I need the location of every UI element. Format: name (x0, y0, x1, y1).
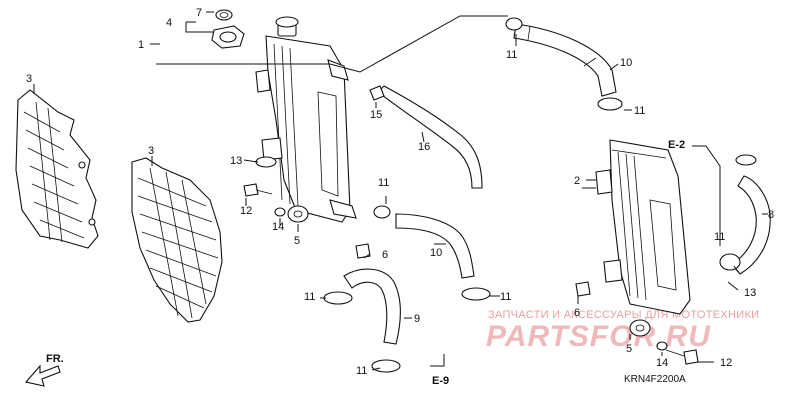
radiator-right (595, 139, 691, 315)
reference-e2: E-2 (668, 139, 685, 151)
radiator-shroud-left (15, 89, 99, 249)
radiator-cap (211, 25, 245, 49)
front-direction-indicator: FR. (24, 353, 64, 387)
callout-8: 8 (768, 209, 774, 221)
callout-4: 4 (166, 17, 172, 29)
callout-11-bottom: 11 (356, 365, 367, 377)
callout-6-right: 6 (574, 307, 580, 319)
watermark-caption: ЗАПЧАСТИ И АКСЕССУАРЫ ДЛЯ МОТОТЕХНИКИ (488, 309, 759, 321)
callout-12-left: 12 (240, 205, 252, 217)
callout-14-left: 14 (272, 221, 284, 233)
callout-14-right: 14 (656, 357, 668, 369)
callout-10-upper: 10 (620, 57, 632, 69)
fasteners (243, 85, 699, 365)
callout-11-right-lower: 11 (714, 231, 725, 243)
reference-e9: E-9 (432, 375, 449, 387)
callout-3-mid: 3 (148, 145, 154, 157)
cap-gasket (215, 9, 233, 21)
hose-9 (343, 268, 401, 345)
watermark: ЗАПЧАСТИ И АКСЕССУАРЫ ДЛЯ МОТОТЕХНИКИ PA… (486, 309, 759, 353)
callout-6-left: 6 (382, 249, 388, 261)
callout-11-top: 11 (506, 49, 517, 61)
hose-10-lower (395, 213, 475, 279)
callout-11-right-upper: 11 (634, 105, 645, 117)
callout-13-right: 13 (744, 287, 756, 299)
callout-5-left: 5 (294, 235, 300, 247)
callout-16: 16 (418, 141, 430, 153)
callout-labels: 1 2 3 3 4 5 5 6 6 7 8 9 10 10 11 11 11 1… (26, 7, 774, 387)
watermark-brand: PARTSFOR.RU (486, 320, 711, 353)
front-arrow-icon (24, 364, 61, 387)
callout-7: 7 (196, 7, 202, 19)
callout-1: 1 (138, 39, 144, 51)
callout-11-mid: 11 (378, 177, 389, 189)
callout-3-left: 3 (26, 73, 32, 85)
callout-13-left: 13 (230, 155, 242, 167)
callout-10-lower: 10 (430, 247, 442, 259)
hose-16 (377, 85, 483, 189)
diagram-code: KRN4F2200A (624, 374, 686, 385)
callout-11-lower-left: 11 (304, 291, 315, 303)
front-label: FR. (46, 353, 64, 365)
callout-5-right: 5 (626, 343, 632, 355)
callout-9: 9 (414, 313, 420, 325)
clamps (255, 17, 757, 373)
callout-2: 2 (574, 175, 580, 187)
callout-15: 15 (370, 109, 382, 121)
leader-lines (33, 11, 768, 371)
callout-12-right: 12 (720, 357, 732, 369)
radiator-shroud-right (131, 157, 223, 323)
radiator-left (255, 16, 357, 223)
callout-11-lower-mid: 11 (500, 291, 511, 303)
hose-10-upper (513, 23, 617, 97)
